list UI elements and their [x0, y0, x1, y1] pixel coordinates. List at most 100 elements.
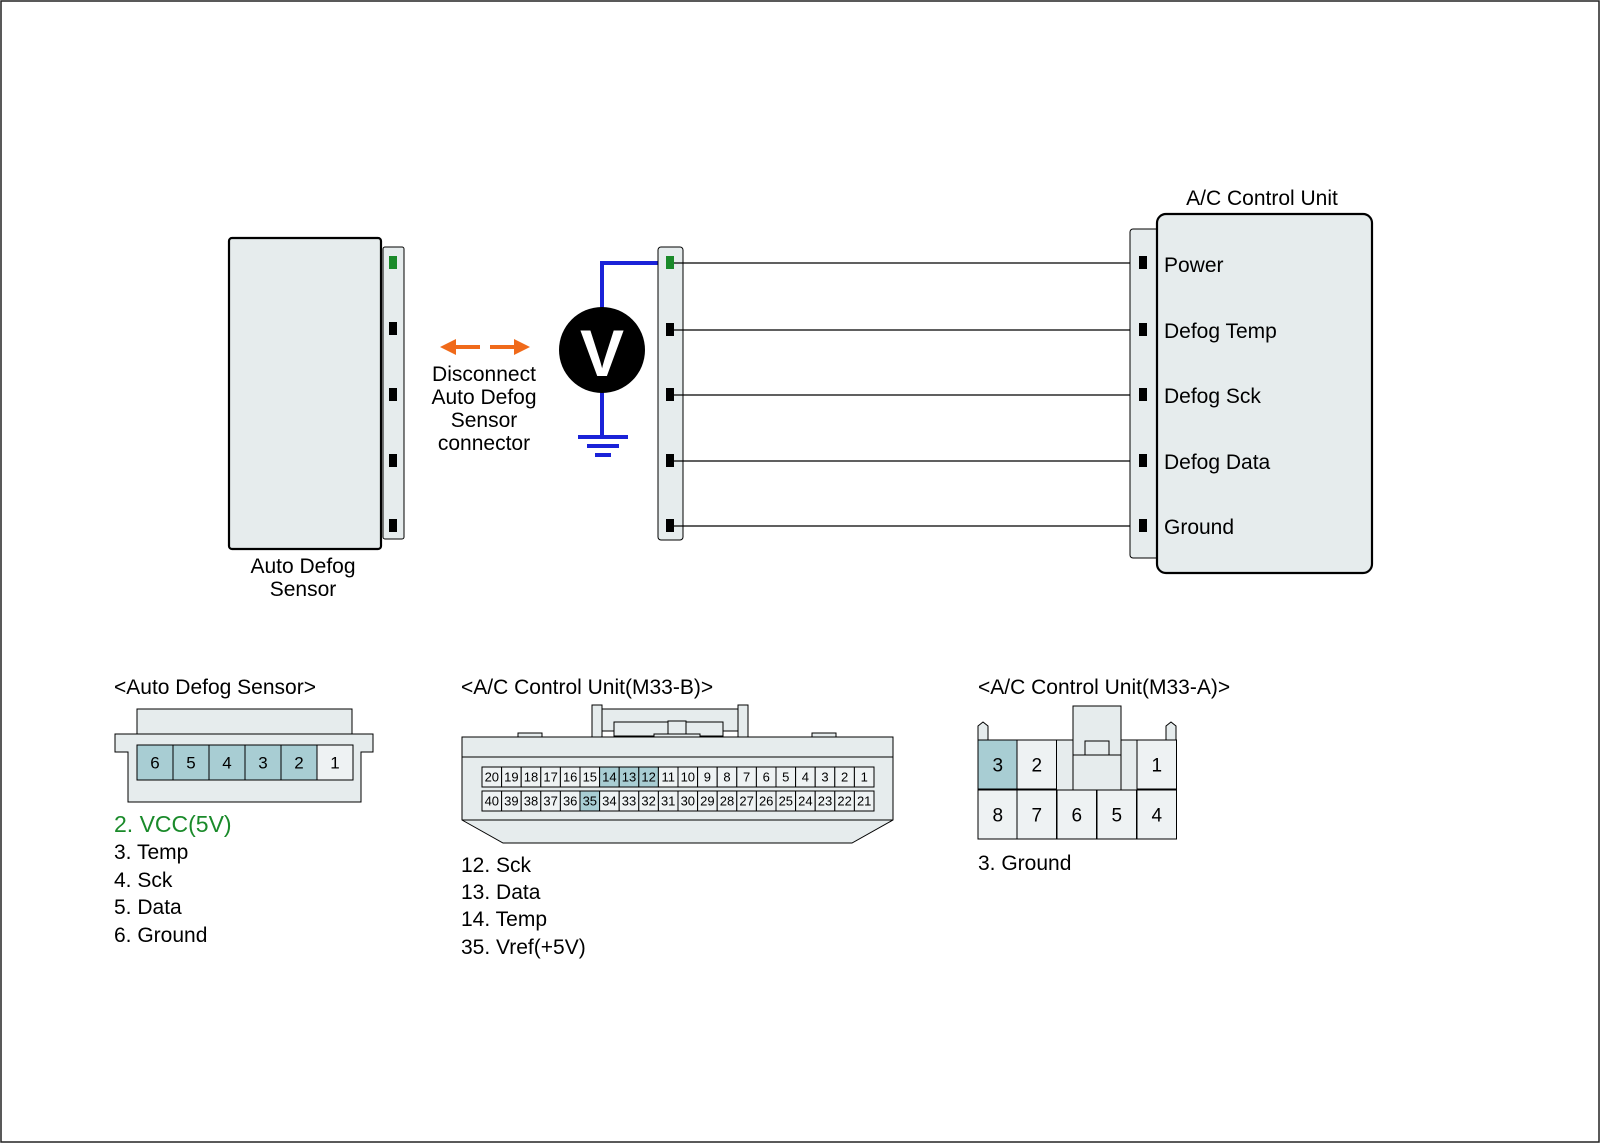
pin-number: 2 [294, 754, 303, 773]
control-unit-pin-label: Ground [1164, 516, 1234, 539]
sensor-body [227, 236, 383, 551]
control-unit-pin [1139, 519, 1147, 532]
sensor-pin [389, 322, 397, 335]
pin-number: 11 [661, 770, 675, 785]
harness-wires [674, 262, 1140, 527]
control-unit-pin [1139, 388, 1147, 401]
pin-cell [1016, 739, 1057, 790]
ground-icon [578, 435, 628, 457]
legend-item: 14. Temp [461, 908, 547, 931]
pin-number: 1 [861, 770, 868, 785]
pin-number: 5 [782, 770, 789, 785]
pin-number: 2 [841, 770, 848, 785]
pin-number: 38 [524, 794, 538, 809]
pin-number: 31 [661, 794, 675, 809]
pin-number: 8 [992, 805, 1003, 826]
pin-number: 23 [818, 794, 832, 809]
sensor-label: Sensor [270, 578, 337, 601]
sensor-pin [389, 388, 397, 401]
pin-number: 34 [602, 794, 616, 809]
pin-number: 5 [186, 754, 195, 773]
legend-item: 3. Temp [114, 841, 188, 864]
pin-number: 4 [222, 754, 231, 773]
pin-number: 3 [258, 754, 267, 773]
legend-item: 35. Vref(+5V) [461, 936, 586, 959]
pin-number: 6 [1071, 805, 1082, 826]
pin-number: 13 [622, 770, 636, 785]
disconnect-arrows-icon [440, 339, 530, 355]
pin-number: 1 [1151, 755, 1162, 776]
pin-cell [1136, 739, 1177, 790]
pin-number: 25 [779, 794, 793, 809]
legend-item: 3. Ground [978, 852, 1071, 875]
svg-text:connector: connector [438, 432, 530, 455]
pin-number: 40 [485, 794, 499, 809]
pin-number: 15 [583, 770, 597, 785]
control-unit-pin-label: Defog Temp [1164, 320, 1277, 343]
voltmeter: V [559, 261, 670, 457]
control-unit-body [1155, 212, 1374, 575]
pin-number: 2 [1031, 755, 1042, 776]
sensor-pin-power [389, 256, 397, 269]
legend-item: 5. Data [114, 896, 182, 919]
connector-title: <A/C Control Unit(M33-A)> [978, 676, 1230, 699]
harness-pin [666, 519, 674, 532]
pin-number: 19 [504, 770, 518, 785]
pin-number: 20 [485, 770, 499, 785]
harness-pin [666, 454, 674, 467]
pin-number: 4 [1151, 805, 1162, 826]
pin-number: 7 [743, 770, 750, 785]
pin-number: 35 [583, 794, 597, 809]
connector-title: <A/C Control Unit(M33-B)> [461, 676, 713, 699]
harness-pin [666, 388, 674, 401]
pin-cell [172, 744, 210, 781]
pin-cell [1096, 789, 1137, 840]
svg-text:Auto Defog: Auto Defog [431, 386, 536, 409]
control-unit-pin-label: Defog Data [1164, 451, 1271, 474]
sensor-label: Auto Defog [250, 555, 355, 578]
pin-number: 22 [837, 794, 851, 809]
ac-control-unit: A/C Control Unit Power Defog Temp Defog … [1129, 187, 1374, 575]
pin-number: 7 [1031, 805, 1042, 826]
pin-number: 5 [1111, 805, 1122, 826]
pin-number: 33 [622, 794, 636, 809]
sensor-pin [389, 454, 397, 467]
pin-cell [316, 744, 354, 781]
disconnect-note: Disconnect Auto Defog Sensor connector [431, 363, 536, 455]
pin-cell [853, 766, 875, 788]
pin-number: 21 [857, 794, 871, 809]
pin-number: 10 [681, 770, 695, 785]
harness-pin-power [666, 256, 674, 269]
pin-number: 26 [759, 794, 773, 809]
pin-number: 17 [543, 770, 557, 785]
pin-number: 27 [739, 794, 753, 809]
pin-cell [244, 744, 282, 781]
probe-wire [600, 261, 670, 312]
connector-title: <Auto Defog Sensor> [114, 676, 316, 699]
pin-number: 1 [330, 754, 339, 773]
pin-cell [1136, 789, 1177, 840]
pin-number: 30 [681, 794, 695, 809]
svg-text:Sensor: Sensor [451, 409, 518, 432]
pin-number: 12 [641, 770, 655, 785]
pin-number: 29 [700, 794, 714, 809]
voltmeter-icon [559, 307, 645, 393]
control-unit-pin-label: Defog Sck [1164, 385, 1261, 408]
legend-vcc: 2. VCC(5V) [114, 811, 232, 837]
pin-number: 37 [543, 794, 557, 809]
m33b-housing [461, 736, 894, 844]
pin-number: 4 [802, 770, 809, 785]
control-unit-pin [1139, 454, 1147, 467]
legend-item: 13. Data [461, 881, 541, 904]
pin-number: 6 [763, 770, 770, 785]
legend-item: 12. Sck [461, 854, 532, 877]
legend-item: 6. Ground [114, 924, 207, 947]
